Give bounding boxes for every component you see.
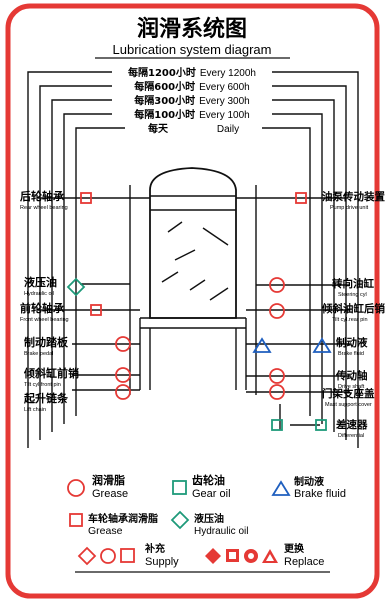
leader-lines [38, 197, 350, 430]
svg-text:制动液: 制动液 [294, 475, 324, 488]
right-symbols [252, 192, 332, 431]
label-drive-shaft: 传动轴 [335, 369, 368, 382]
title-en: Lubrication system diagram [113, 42, 272, 57]
triangle-brake-fluid-1 [252, 337, 272, 353]
circle-mast-support [269, 384, 285, 400]
svg-text:Rear wheel bearing: Rear wheel bearing [20, 205, 68, 211]
forklift-outline [129, 167, 257, 395]
svg-text:Differential: Differential [338, 433, 364, 439]
svg-text:补充: 补充 [144, 542, 165, 555]
svg-text:Brake fluid: Brake fluid [338, 351, 364, 357]
label-hydraulic-oil: 液压油 [24, 275, 57, 289]
svg-text:车轮轴承润滑脂: 车轮轴承润滑脂 [88, 512, 158, 525]
square-pump-drive [295, 192, 307, 204]
svg-text:Tilt cyl.rear pin: Tilt cyl.rear pin [332, 317, 368, 323]
legend-wheel-grease-icon [69, 513, 83, 527]
svg-text:齿轮油: 齿轮油 [192, 473, 225, 487]
diamond-hydraulic [66, 277, 86, 297]
svg-text:Mast support cover: Mast support cover [325, 402, 372, 408]
label-steering-cyl: 转向油缸 [332, 277, 374, 290]
square-front-wheel [90, 304, 102, 316]
legend-brake-fluid: Brake fluid [294, 488, 346, 500]
circle-steering-cyl [269, 277, 285, 293]
label-brake-pedal: 制动踏板 [24, 335, 69, 349]
label-differential: 差速器 [336, 418, 368, 431]
label-tilt-rear-pin: 倾斜油缸后销 [321, 302, 385, 315]
legend-supply-diamond-icon [77, 546, 97, 566]
legend-replace: Replace [284, 556, 324, 568]
daily-en: Daily [217, 124, 239, 135]
legend-supply: Supply [145, 556, 179, 568]
interval-brackets [27, 71, 359, 448]
legend-gear-oil: Gear oil [192, 488, 231, 500]
svg-text:Steering cyl: Steering cyl [338, 292, 367, 298]
svg-text:润滑脂: 润滑脂 [92, 473, 125, 487]
svg-text:Tilt cyl.front pin: Tilt cyl.front pin [24, 382, 61, 388]
legend-supply-circle-icon [100, 548, 116, 564]
square-gear-2 [315, 419, 327, 431]
circle-lift-chain [115, 384, 131, 400]
square-gear-1 [271, 419, 283, 431]
circle-tilt-rear [269, 303, 285, 319]
right-labels: 油泵传动装置 Pump drive unit 转向油缸 Steering cyl… [321, 190, 385, 439]
circle-tilt-front [115, 367, 131, 383]
label-pump-drive: 油泵传动装置 [322, 190, 385, 203]
legend-brake-fluid-icon [271, 480, 291, 496]
circle-brake-pedal [115, 336, 131, 352]
legend-grease: Grease [92, 488, 128, 500]
svg-text:Pump drive unit: Pump drive unit [330, 205, 369, 211]
svg-text:更换: 更换 [284, 542, 305, 555]
triangle-brake-fluid-2 [312, 337, 332, 353]
svg-text:Brake pedal: Brake pedal [24, 351, 53, 357]
legend-gear-oil-icon [172, 480, 187, 495]
left-labels: 后轮轴承 Rear wheel bearing 液压油 Hydraulic oi… [20, 189, 79, 413]
legend-wheel-grease: Grease [88, 525, 123, 537]
square-rear-wheel [80, 192, 92, 204]
left-symbols [66, 192, 131, 400]
daily-cn: 每天 [148, 122, 169, 135]
circle-drive-shaft [269, 368, 285, 384]
title-cn: 润滑系统图 [137, 16, 247, 42]
label-front-wheel-bearing: 前轮轴承 [20, 301, 65, 315]
svg-text:Front wheel bearing: Front wheel bearing [20, 317, 69, 323]
label-tilt-cyl-front-pin: 倾斜缸前销 [23, 366, 79, 380]
svg-text:Lift chain: Lift chain [24, 407, 46, 413]
svg-text:液压油: 液压油 [194, 512, 224, 525]
legend-hydraulic-oil-icon [170, 510, 190, 530]
card-border [5, 3, 380, 599]
legend-replace-diamond-icon [205, 548, 221, 564]
svg-text:Drive shaft: Drive shaft [338, 384, 365, 390]
label-brake-fluid: 制动液 [336, 336, 368, 349]
legend-grease-icon [67, 479, 85, 497]
label-lift-chain: 起升链条 [23, 391, 69, 405]
svg-text:Hydraulic oil: Hydraulic oil [24, 291, 54, 297]
legend: 润滑脂 Grease 齿轮油 Gear oil 制动液 Brake fluid … [67, 473, 346, 573]
label-mast-support: 门架支座盖 [322, 387, 375, 400]
label-rear-wheel-bearing: 后轮轴承 [20, 189, 65, 203]
legend-supply-square-icon [120, 548, 135, 563]
legend-hydraulic-oil: Hydraulic oil [194, 526, 248, 537]
